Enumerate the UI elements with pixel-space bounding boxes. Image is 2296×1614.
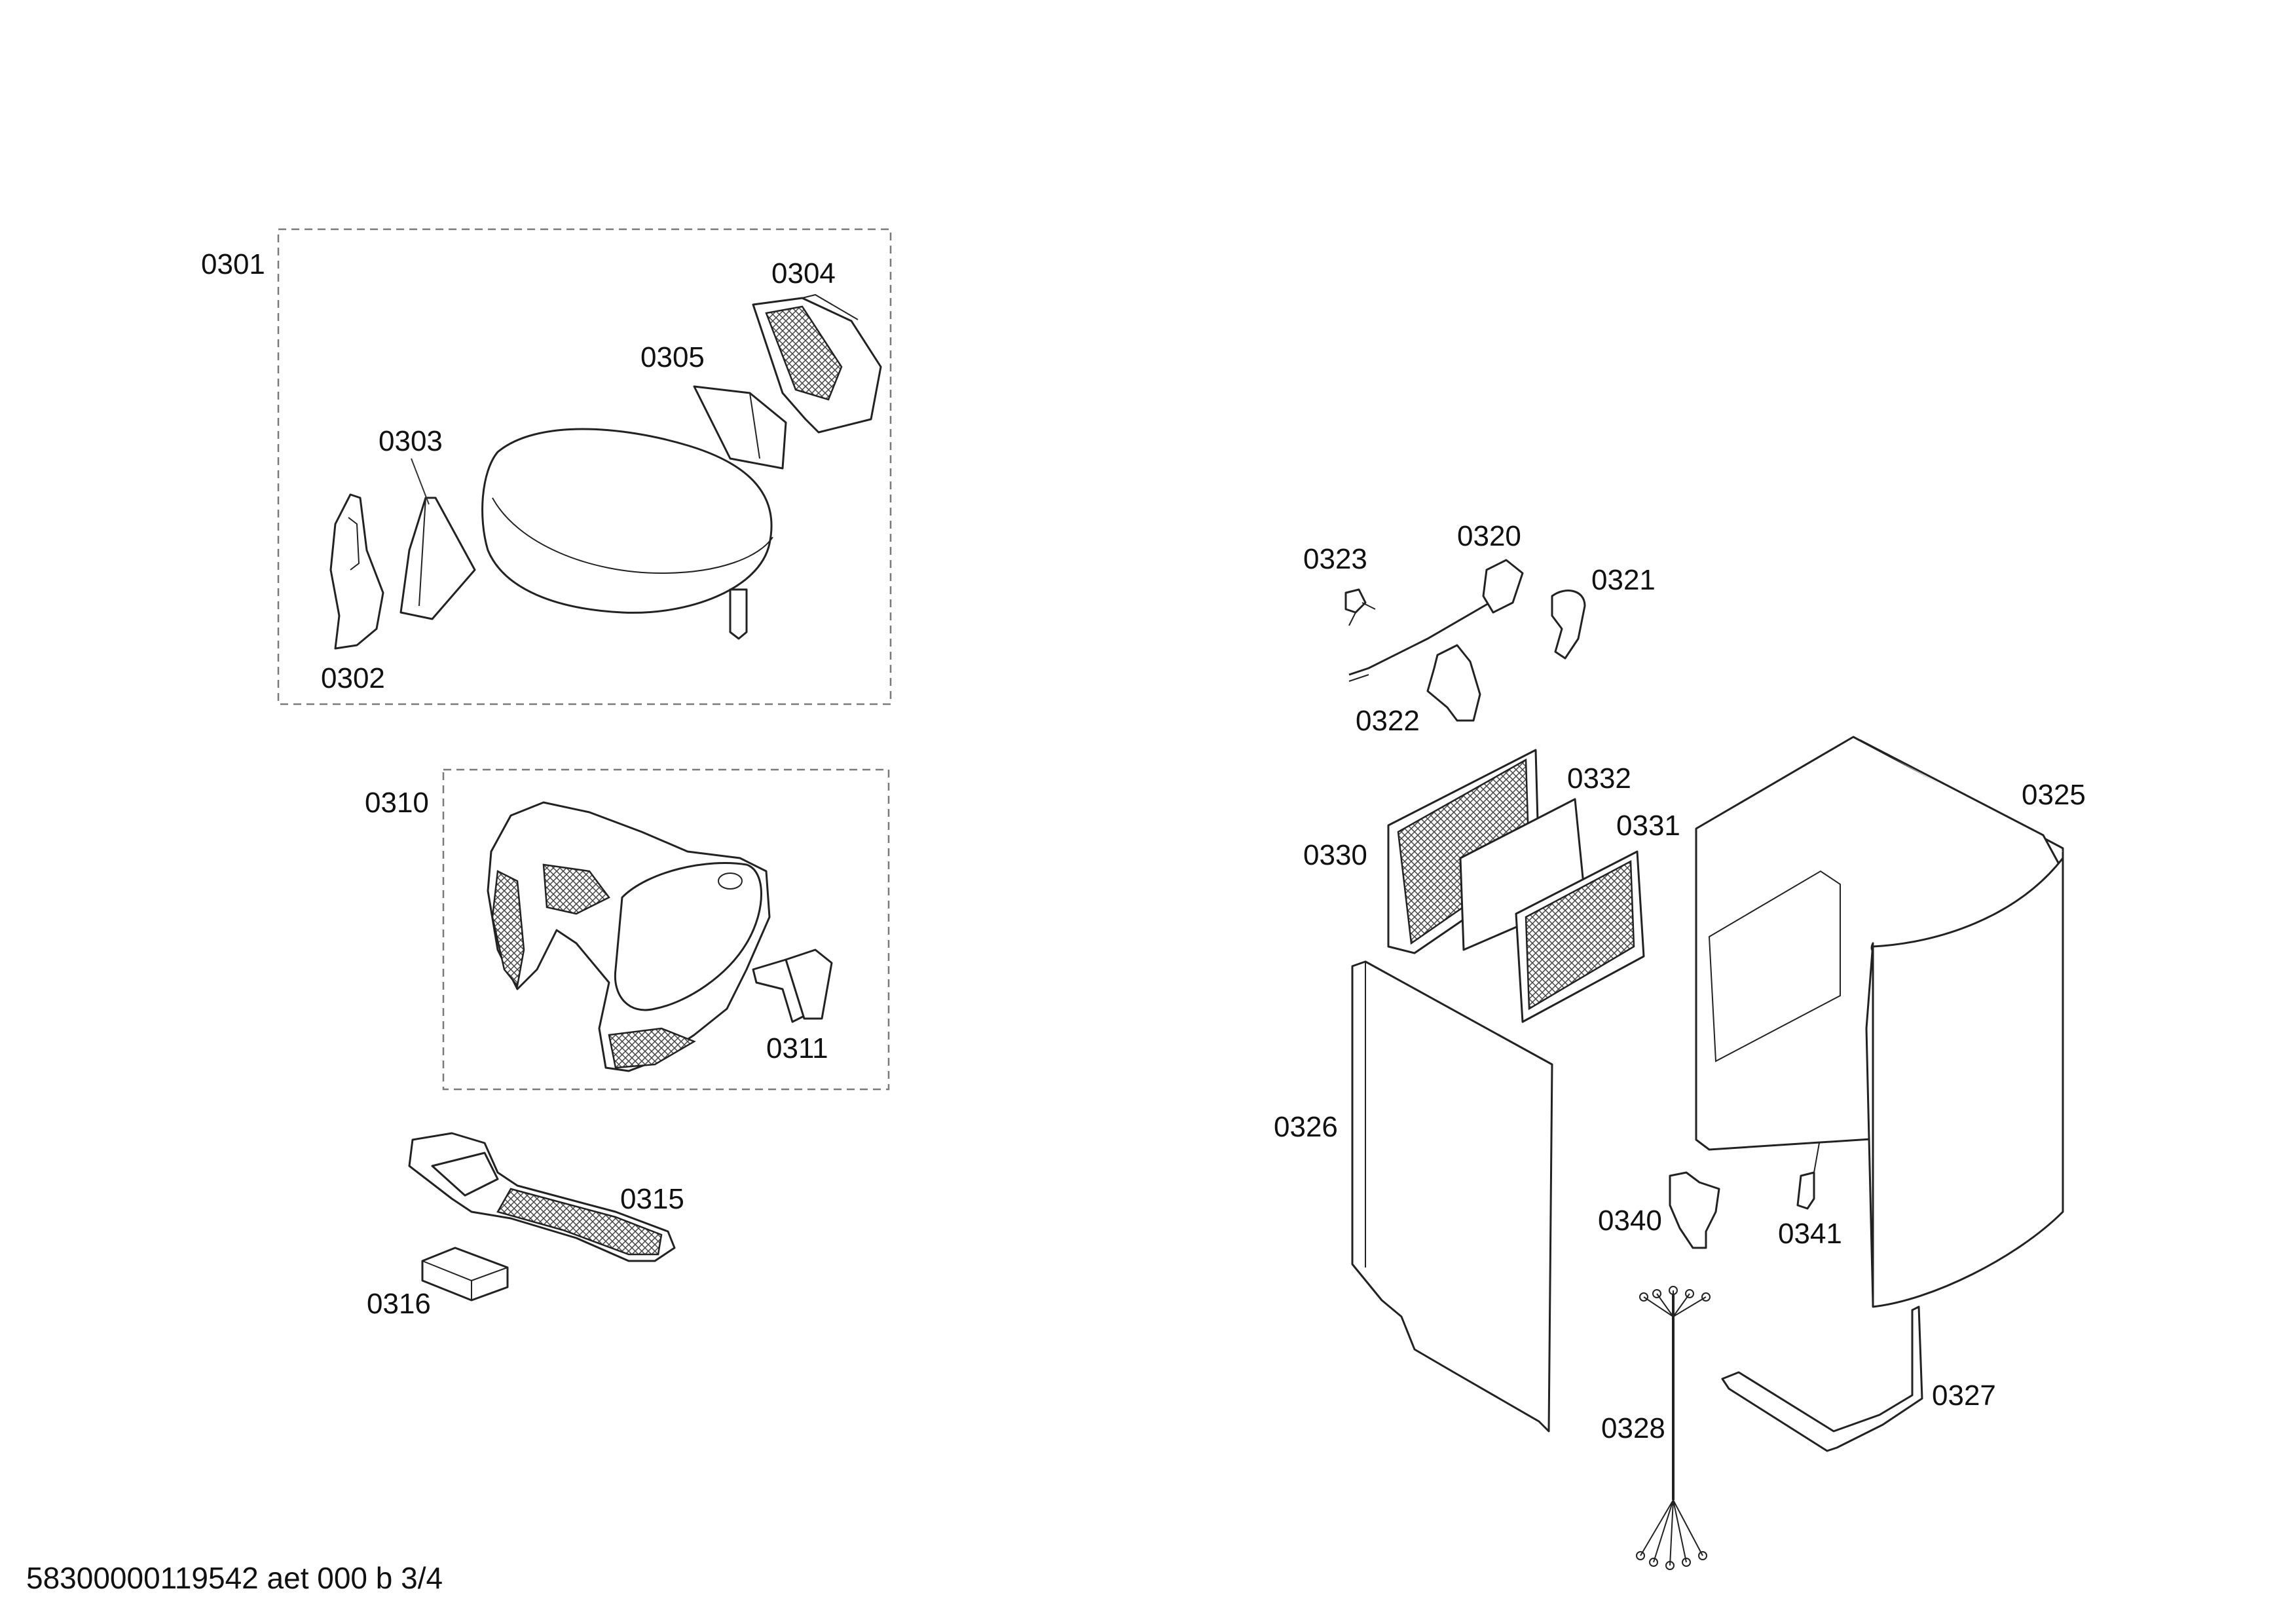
part-0310[interactable] <box>487 801 771 1072</box>
part-0303[interactable] <box>399 497 476 620</box>
group-box-0310 <box>442 768 890 1091</box>
part-0323[interactable] <box>1344 588 1376 626</box>
part-0326[interactable] <box>1351 960 1553 1433</box>
label-0311: 0311 <box>766 1032 828 1064</box>
label-0323: 0323 <box>1303 543 1367 575</box>
label-0304: 0304 <box>771 257 836 290</box>
part-0341[interactable] <box>1796 1142 1820 1210</box>
part-0328[interactable] <box>1636 1286 1711 1570</box>
label-0302: 0302 <box>321 662 385 694</box>
label-0325: 0325 <box>2022 779 2086 811</box>
label-0328: 0328 <box>1601 1412 1665 1444</box>
label-0316: 0316 <box>367 1288 431 1320</box>
label-0321: 0321 <box>1591 564 1656 596</box>
part-0301-lid[interactable] <box>481 428 773 640</box>
part-0340[interactable] <box>1669 1171 1720 1249</box>
part-0327[interactable] <box>1721 1305 1923 1452</box>
part-0320[interactable] <box>1348 559 1524 682</box>
label-0326: 0326 <box>1274 1111 1338 1143</box>
part-0302[interactable] <box>329 493 384 650</box>
label-0322: 0322 <box>1356 705 1420 737</box>
part-0304[interactable] <box>752 293 882 434</box>
label-0340: 0340 <box>1598 1205 1662 1237</box>
label-0305: 0305 <box>640 341 705 373</box>
part-0316[interactable] <box>421 1247 509 1302</box>
part-0311[interactable] <box>752 948 833 1023</box>
document-footer-id: 58300000119542 aet 000 b 3/4 <box>26 1561 443 1595</box>
part-0315[interactable] <box>408 1132 676 1262</box>
label-0301: 0301 <box>201 248 265 280</box>
group-box-0301 <box>277 228 892 705</box>
label-0341: 0341 <box>1778 1218 1842 1250</box>
part-0331[interactable] <box>1515 850 1645 1023</box>
label-0332: 0332 <box>1567 762 1631 795</box>
label-0303: 0303 <box>379 425 443 457</box>
label-0310: 0310 <box>365 787 429 819</box>
label-0327: 0327 <box>1932 1379 1996 1412</box>
part-0305[interactable] <box>693 385 787 470</box>
label-0331: 0331 <box>1616 810 1680 842</box>
label-0330: 0330 <box>1303 839 1367 871</box>
label-0320: 0320 <box>1457 520 1521 552</box>
label-0315: 0315 <box>620 1183 684 1215</box>
part-0321[interactable] <box>1551 590 1586 660</box>
part-0322[interactable] <box>1426 644 1481 722</box>
part-0325[interactable] <box>1695 736 2064 1308</box>
